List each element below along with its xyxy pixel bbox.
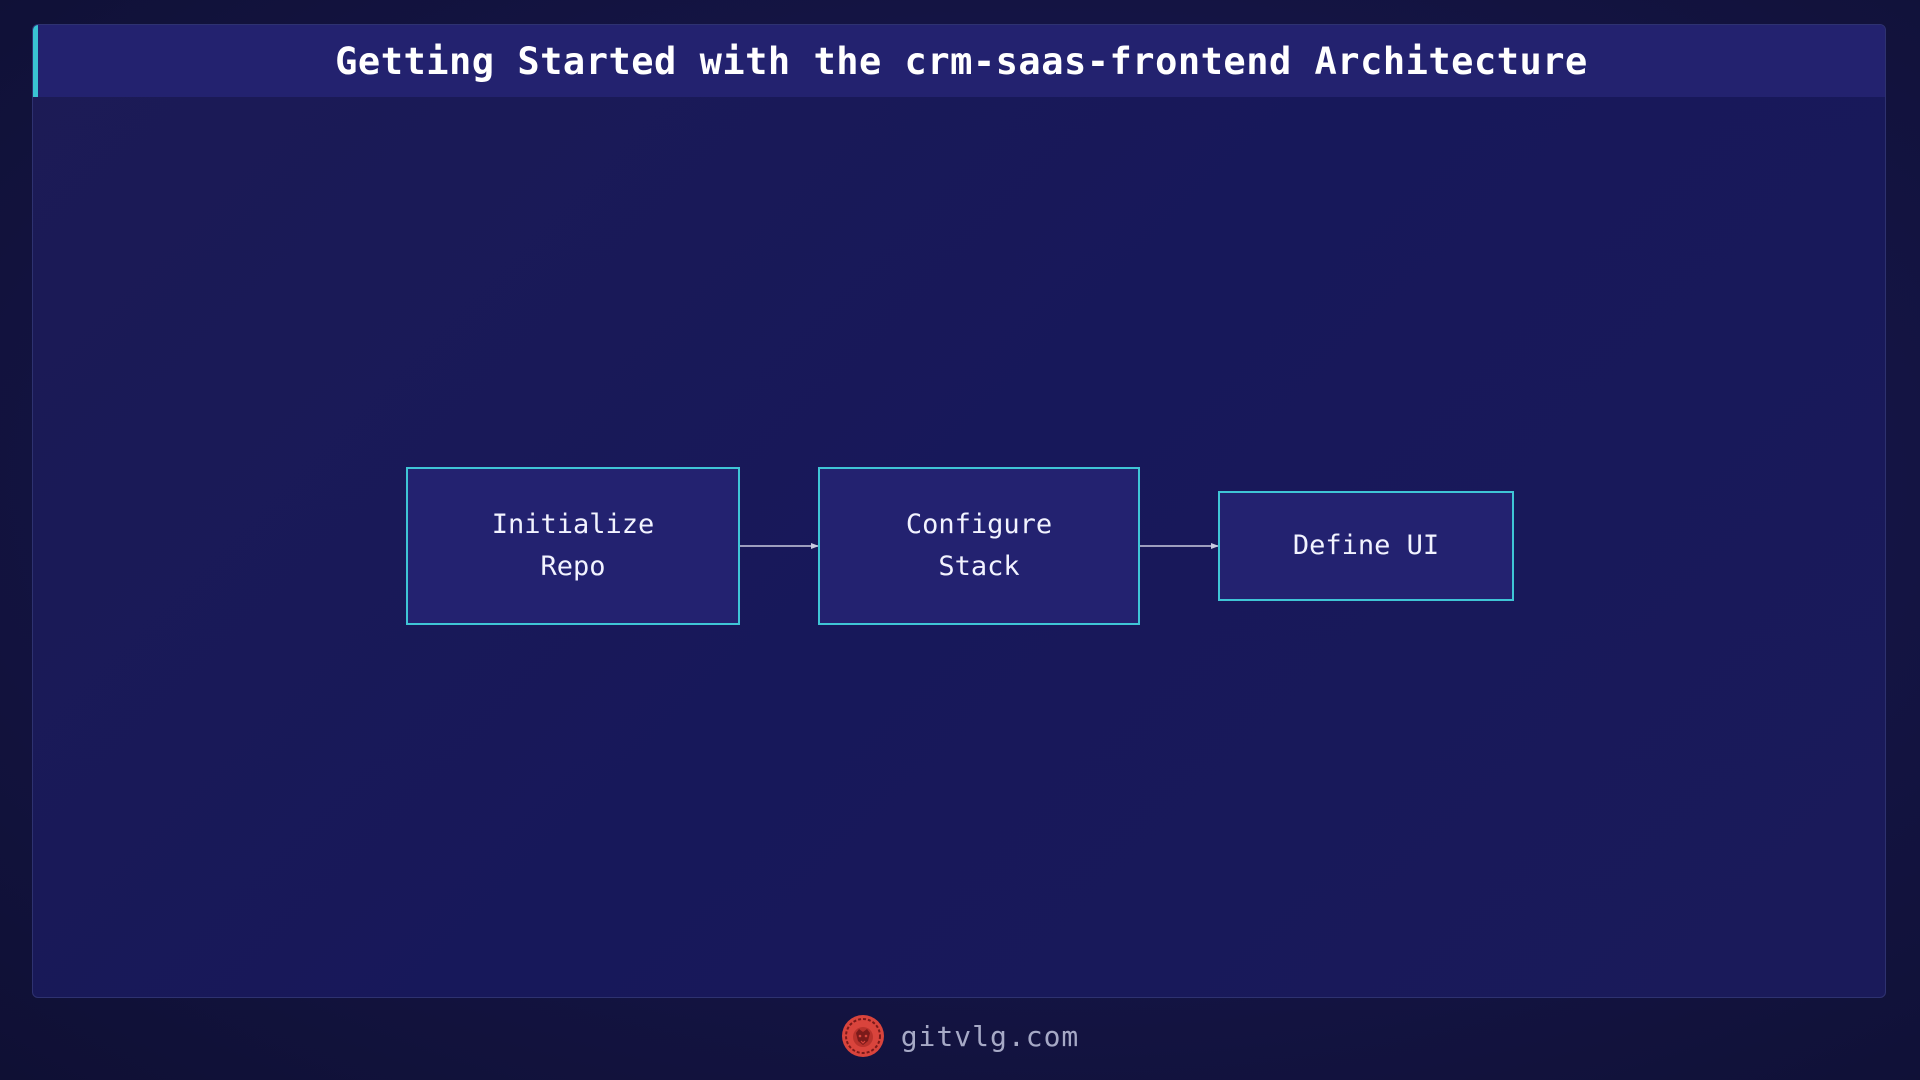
node-define-ui: Define UI	[1218, 491, 1514, 601]
footer: gitvlg.com	[0, 1008, 1920, 1064]
node-label-line: Initialize	[491, 509, 655, 540]
page-title: Getting Started with the crm-saas-fronte…	[335, 39, 1588, 83]
node-label-line: Stack	[938, 551, 1020, 582]
lion-head-icon	[841, 1015, 884, 1057]
node-label-line: Repo	[540, 551, 606, 582]
node-initialize-repo: Initialize Repo	[406, 467, 740, 625]
title-bar: Getting Started with the crm-saas-fronte…	[33, 25, 1885, 97]
site-url[interactable]: gitvlg.com	[900, 1019, 1080, 1053]
node-configure-stack: Configure Stack	[818, 467, 1140, 625]
content-panel: Getting Started with the crm-saas-fronte…	[32, 24, 1886, 998]
node-label-line: Define UI	[1292, 530, 1440, 561]
node-label-line: Configure	[905, 509, 1053, 540]
